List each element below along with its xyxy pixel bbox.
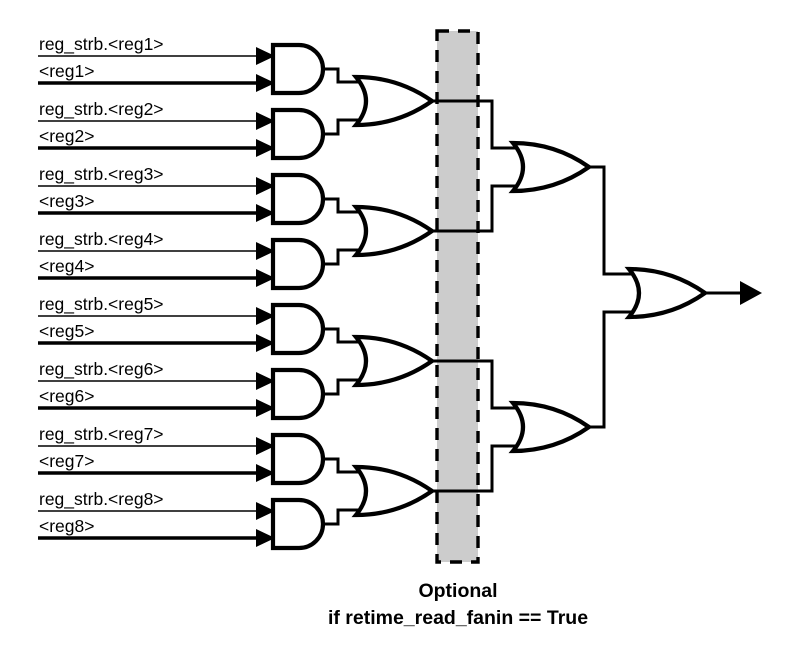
arrowhead-data-6	[256, 399, 275, 417]
arrowhead-strobe-3	[256, 177, 275, 195]
and-gate-6	[273, 370, 323, 418]
and-gate-1	[273, 45, 323, 93]
arrowhead-strobe-2	[256, 112, 275, 130]
label-strobe-6: reg_strb.<reg6>	[39, 359, 164, 380]
or-gate-output	[629, 269, 705, 317]
label-data-4: <reg4>	[39, 256, 94, 276]
link-and7-or4	[323, 457, 360, 474]
link-or6-or7	[589, 310, 632, 429]
link-and2-or1	[323, 118, 360, 136]
or-gate-stage1-1	[356, 77, 432, 125]
label-data-7: <reg7>	[39, 451, 94, 471]
label-data-1: <reg1>	[39, 61, 94, 81]
arrowhead-data-1	[256, 74, 275, 92]
input-wires-reg8	[38, 502, 275, 547]
input-wires-reg3	[38, 177, 275, 222]
arrowhead-strobe-1	[256, 47, 275, 65]
arrowhead-strobe-8	[256, 502, 275, 520]
label-strobe-5: reg_strb.<reg5>	[39, 294, 164, 315]
link-and8-or4	[323, 508, 360, 526]
link-and6-or3	[323, 378, 360, 396]
link-band2-or5	[478, 184, 516, 233]
link-band4-or6	[478, 444, 516, 493]
input-wires-reg5	[38, 307, 275, 352]
label-data-3: <reg3>	[39, 191, 94, 211]
link-and1-or1	[323, 67, 360, 84]
arrowhead-data-2	[256, 139, 275, 157]
input-wires-reg7	[38, 437, 275, 482]
arrowhead-data-5	[256, 334, 275, 352]
label-strobe-4: reg_strb.<reg4>	[39, 229, 164, 250]
link-and3-or2	[323, 197, 360, 214]
link-band1-or5	[478, 99, 516, 150]
input-wires-reg4	[38, 242, 275, 287]
input-wires-reg2	[38, 112, 275, 157]
arrowhead-strobe-7	[256, 437, 275, 455]
arrowhead-data-4	[256, 269, 275, 287]
and-gate-8	[273, 500, 323, 548]
arrowhead-strobe-4	[256, 242, 275, 260]
arrowhead-data-7	[256, 464, 275, 482]
arrowhead-data-3	[256, 204, 275, 222]
optional-caption-line2: if retime_read_fanin == True	[328, 607, 588, 629]
link-and5-or3	[323, 327, 360, 344]
label-strobe-2: reg_strb.<reg2>	[39, 99, 164, 120]
input-wires-reg6	[38, 372, 275, 417]
and-gate-4	[273, 240, 323, 288]
link-or5-or7	[589, 165, 632, 276]
optional-caption-line1: Optional	[418, 580, 497, 602]
or-gate-stage1-3	[356, 337, 432, 385]
label-strobe-7: reg_strb.<reg7>	[39, 424, 164, 445]
or-gate-stage2-1	[513, 143, 589, 191]
or-gate-stage2-2	[513, 403, 589, 451]
label-strobe-1: reg_strb.<reg1>	[39, 34, 164, 55]
label-data-6: <reg6>	[39, 386, 94, 406]
link-and4-or2	[323, 248, 360, 266]
and-gate-3	[273, 175, 323, 223]
and-gate-5	[273, 305, 323, 353]
and-gate-7	[273, 435, 323, 483]
label-data-2: <reg2>	[39, 126, 94, 146]
or-gate-stage1-2	[356, 207, 432, 255]
and-gate-2	[273, 110, 323, 158]
label-strobe-3: reg_strb.<reg3>	[39, 164, 164, 185]
arrowhead-data-8	[256, 529, 275, 547]
or-gate-stage1-4	[356, 467, 432, 515]
arrowhead-output	[740, 281, 762, 305]
label-data-8: <reg8>	[39, 516, 94, 536]
label-data-5: <reg5>	[39, 321, 94, 341]
input-wires-reg1	[38, 47, 275, 92]
label-strobe-8: reg_strb.<reg8>	[39, 489, 164, 510]
arrowhead-strobe-6	[256, 372, 275, 390]
optional-retime-band	[435, 29, 480, 564]
link-band3-or6	[478, 359, 516, 410]
arrowhead-strobe-5	[256, 307, 275, 325]
